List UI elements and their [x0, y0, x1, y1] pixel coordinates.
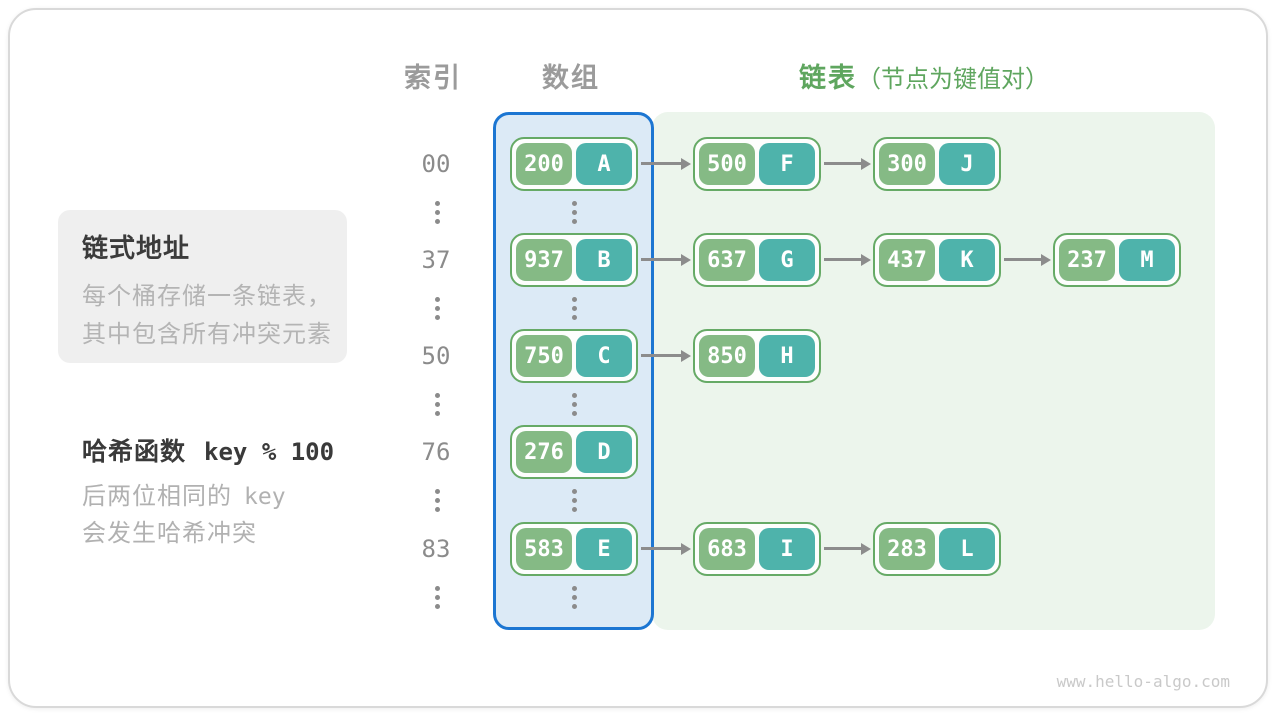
list-header-note: （节点为键值对）	[857, 66, 1049, 93]
watermark: www.hello-algo.com	[1056, 672, 1230, 691]
arrow-icon	[641, 162, 682, 165]
index-label: 76	[421, 438, 451, 466]
node-value: A	[576, 143, 632, 185]
bucket-node: 937 B	[510, 233, 638, 287]
index-label: 50	[421, 342, 451, 370]
info-box-line: 每个桶存储一条链表，	[82, 283, 332, 310]
hash-function-label: 哈希函数	[82, 438, 187, 466]
bucket-node: 276 D	[510, 425, 638, 479]
chain-node: 437 K	[873, 233, 1001, 287]
vertical-ellipsis-icon	[571, 297, 577, 320]
arrow-icon	[641, 258, 682, 261]
node-value: J	[939, 143, 995, 185]
vertical-ellipsis-icon	[571, 393, 577, 416]
hash-function-title: 哈希函数 key % 100	[82, 432, 334, 468]
chain-node: 500 F	[693, 137, 821, 191]
node-key: 437	[879, 239, 935, 281]
array-column-header: 数组	[542, 63, 600, 93]
vertical-ellipsis-icon	[434, 489, 440, 512]
node-key: 683	[699, 528, 755, 570]
node-value: K	[939, 239, 995, 281]
node-value: E	[576, 528, 632, 570]
vertical-ellipsis-icon	[571, 201, 577, 224]
bucket-node: 750 C	[510, 329, 638, 383]
arrow-icon	[824, 547, 862, 550]
node-key: 200	[516, 143, 572, 185]
bucket-node: 583 E	[510, 522, 638, 576]
node-key: 583	[516, 528, 572, 570]
chain-node: 283 L	[873, 522, 1001, 576]
vertical-ellipsis-icon	[571, 586, 577, 609]
chain-node: 637 G	[693, 233, 821, 287]
node-value: M	[1119, 239, 1175, 281]
list-header-label: 链表	[799, 63, 857, 93]
vertical-ellipsis-icon	[434, 201, 440, 224]
list-column-header: 链表 （节点为键值对）	[799, 56, 1049, 95]
node-value: B	[576, 239, 632, 281]
node-key: 500	[699, 143, 755, 185]
info-box-line: 其中包含所有冲突元素	[82, 321, 332, 348]
arrow-icon	[641, 547, 682, 550]
chain-node: 683 I	[693, 522, 821, 576]
node-value: G	[759, 239, 815, 281]
hash-note-text: 后两位相同的	[82, 483, 232, 510]
bucket-node: 200 A	[510, 137, 638, 191]
node-key: 637	[699, 239, 755, 281]
node-key: 850	[699, 335, 755, 377]
arrow-icon	[1004, 258, 1042, 261]
vertical-ellipsis-icon	[434, 586, 440, 609]
chain-node: 850 H	[693, 329, 821, 383]
hash-note-line: 后两位相同的 key	[82, 476, 286, 511]
arrow-icon	[824, 162, 862, 165]
vertical-ellipsis-icon	[571, 489, 577, 512]
node-value: L	[939, 528, 995, 570]
index-label: 37	[421, 246, 451, 274]
node-value: I	[759, 528, 815, 570]
node-value: C	[576, 335, 632, 377]
node-value: H	[759, 335, 815, 377]
vertical-ellipsis-icon	[434, 297, 440, 320]
node-key: 750	[516, 335, 572, 377]
node-key: 283	[879, 528, 935, 570]
node-key: 300	[879, 143, 935, 185]
node-value: F	[759, 143, 815, 185]
arrow-icon	[824, 258, 862, 261]
node-key: 937	[516, 239, 572, 281]
arrow-icon	[641, 354, 682, 357]
index-column-header: 索引	[404, 63, 462, 93]
info-box-title: 链式地址	[82, 233, 191, 263]
chaining-info-box	[58, 210, 347, 363]
hash-function-formula: key % 100	[204, 438, 335, 466]
vertical-ellipsis-icon	[434, 393, 440, 416]
hash-note-code: key	[244, 484, 286, 510]
node-key: 276	[516, 431, 572, 473]
chain-node: 300 J	[873, 137, 1001, 191]
index-label: 83	[421, 535, 451, 563]
node-key: 237	[1059, 239, 1115, 281]
node-value: D	[576, 431, 632, 473]
chain-node: 237 M	[1053, 233, 1181, 287]
index-label: 00	[421, 150, 451, 178]
hash-note-line: 会发生哈希冲突	[82, 520, 257, 547]
